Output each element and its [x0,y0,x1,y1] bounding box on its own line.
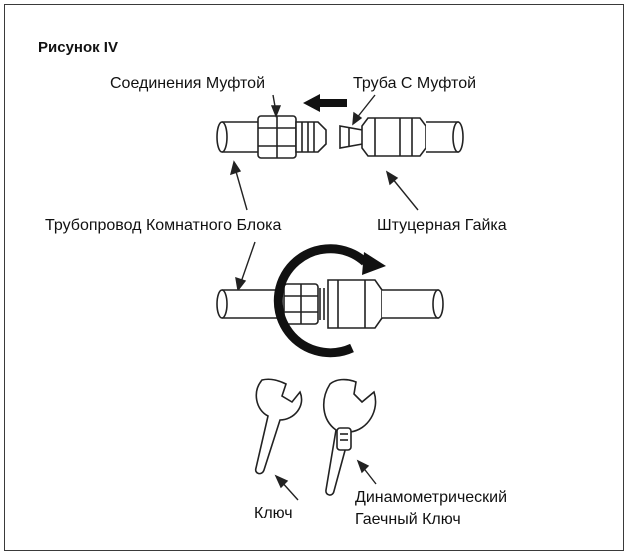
top-flared-pipe-assembly [339,117,464,157]
figure-title: Рисунок IV [38,39,118,56]
torque-wrench-icon [323,378,377,496]
label-wrench: Ключ [254,505,293,522]
middle-connected-assembly [216,279,444,329]
label-torque-wrench-line2: Гаечный Ключ [355,511,461,528]
label-flared-pipe: Труба С Муфтой [353,75,476,92]
top-union-assembly [216,115,327,159]
rotation-arrow-icon [273,244,386,358]
label-torque-wrench-line1: Динамометрический [355,489,507,506]
direction-arrow-icon [303,94,347,112]
top-pointer-arrows [270,94,376,126]
figure-frame [4,4,624,551]
label-flare-connection: Соединения Муфтой [110,75,265,92]
middle-pointer-arrows [230,160,419,292]
wrench-icon [254,378,303,475]
bottom-pointer-arrows [274,459,377,501]
label-indoor-piping: Трубопровод Комнатного Блока [45,217,282,234]
label-flare-nut: Штуцерная Гайка [377,217,507,234]
